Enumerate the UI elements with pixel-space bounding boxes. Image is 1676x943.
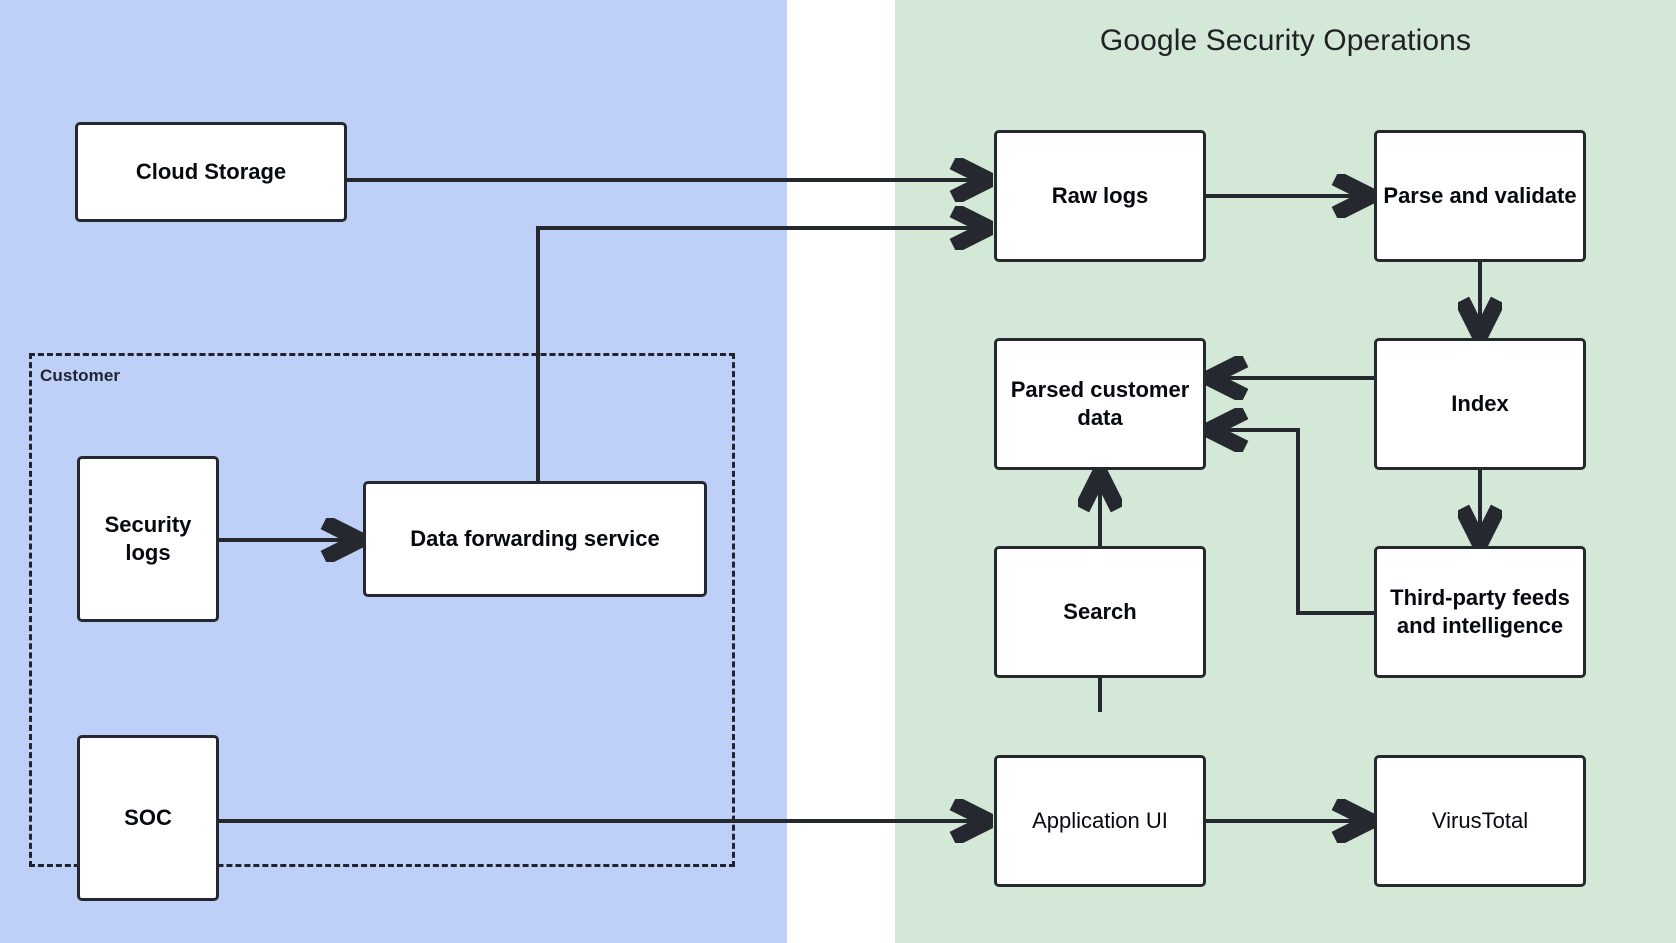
node-parsed-customer-data[interactable]: Parsed customer data: [994, 338, 1206, 470]
panel-title-google-security-operations: Google Security Operations: [1099, 24, 1472, 57]
node-virustotal[interactable]: VirusTotal: [1374, 755, 1586, 887]
node-security-logs[interactable]: Security logs: [77, 456, 219, 622]
group-boundary-customer: [29, 353, 735, 867]
node-third-party-feeds-and-intelligence[interactable]: Third-party feeds and intelligence: [1374, 546, 1586, 678]
node-search[interactable]: Search: [994, 546, 1206, 678]
node-index[interactable]: Index: [1374, 338, 1586, 470]
node-cloud-storage[interactable]: Cloud Storage: [75, 122, 347, 222]
node-raw-logs[interactable]: Raw logs: [994, 130, 1206, 262]
node-data-forwarding-service[interactable]: Data forwarding service: [363, 481, 707, 597]
node-parse-and-validate[interactable]: Parse and validate: [1374, 130, 1586, 262]
node-application-ui[interactable]: Application UI: [994, 755, 1206, 887]
node-soc[interactable]: SOC: [77, 735, 219, 901]
group-label-customer: Customer: [40, 366, 121, 385]
